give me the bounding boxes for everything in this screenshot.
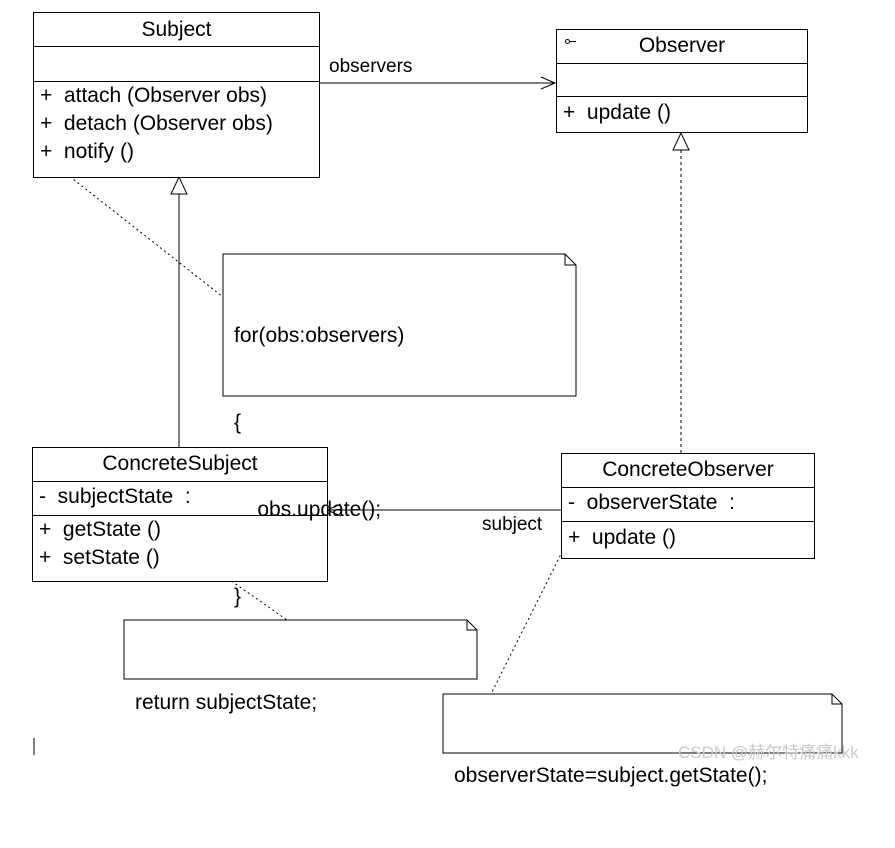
subject-class-name: Subject bbox=[141, 18, 212, 41]
interface-lollipop-icon bbox=[565, 39, 576, 44]
concrete-subject-attribute-state: - subjectState : bbox=[39, 485, 191, 508]
csdn-watermark: CSDN @赫尔特痛痛kkk bbox=[678, 743, 859, 762]
notify-note-shape bbox=[222, 253, 577, 397]
subject-attributes-section bbox=[34, 46, 319, 81]
observer-realization-arrowhead bbox=[672, 131, 690, 151]
notify-note-line-1: for(obs:observers) bbox=[234, 324, 405, 347]
observer-interface[interactable]: Observer + update () bbox=[556, 29, 808, 133]
concrete-subject-class[interactable]: ConcreteSubject - subjectState : + getSt… bbox=[32, 447, 328, 582]
observers-association-label: observers bbox=[329, 56, 413, 77]
concrete-subject-attributes-section: - subjectState : bbox=[33, 481, 327, 515]
notify-note: for(obs:observers) { obs.update(); } bbox=[223, 254, 577, 608]
concrete-subject-class-name: ConcreteSubject bbox=[102, 452, 258, 475]
concrete-observer-attribute-state: - observerState : bbox=[568, 491, 735, 514]
getstate-note-line-1: return subjectState; bbox=[135, 691, 318, 714]
concrete-subject-operation-setstate: + setState () bbox=[39, 546, 160, 569]
observer-operation-update: + update () bbox=[563, 101, 671, 124]
concrete-subject-operations-section: + getState () + setState () bbox=[33, 515, 327, 572]
subject-operation-detach: + detach (Observer obs) bbox=[40, 112, 273, 135]
connectors-layer bbox=[33, 76, 843, 755]
notify-note-line-4: } bbox=[234, 585, 242, 608]
subject-generalization-arrowhead bbox=[170, 175, 188, 195]
update-note-line-1: observerState=subject.getState(); bbox=[454, 764, 768, 787]
getstate-note-shape bbox=[123, 619, 478, 680]
subject-operation-attach: + attach (Observer obs) bbox=[40, 84, 268, 107]
concrete-observer-class-name: ConcreteObserver bbox=[602, 458, 774, 481]
concrete-observer-operation-update: + update () bbox=[568, 526, 676, 549]
concrete-observer-class[interactable]: ConcreteObserver - observerState : + upd… bbox=[561, 453, 815, 559]
notify-note-line-3: obs.update(); bbox=[234, 498, 382, 521]
concrete-subject-operation-getstate: + getState () bbox=[39, 518, 161, 541]
notify-note-anchor bbox=[53, 163, 224, 298]
getstate-note: return subjectState; bbox=[124, 620, 478, 714]
observer-interface-name: Observer bbox=[638, 34, 726, 57]
concrete-observer-operations-section: + update () bbox=[562, 521, 814, 554]
observer-operations-section: + update () bbox=[557, 96, 807, 129]
notify-note-line-2: { bbox=[234, 411, 242, 434]
subject-association-label: subject bbox=[482, 514, 543, 535]
subject-operation-notify: + notify () bbox=[40, 140, 134, 163]
subject-operations-section: + attach (Observer obs) + detach (Observ… bbox=[34, 81, 319, 166]
observers-association-arrowhead bbox=[540, 76, 557, 90]
subject-class[interactable]: Subject + attach (Observer obs) + detach… bbox=[33, 12, 320, 178]
update-note-anchor bbox=[490, 541, 568, 695]
observer-attributes-section bbox=[557, 63, 807, 96]
observer-interface-header: Observer bbox=[557, 30, 807, 63]
concrete-observer-attributes-section: - observerState : bbox=[562, 487, 814, 521]
update-note-shape bbox=[442, 693, 843, 754]
